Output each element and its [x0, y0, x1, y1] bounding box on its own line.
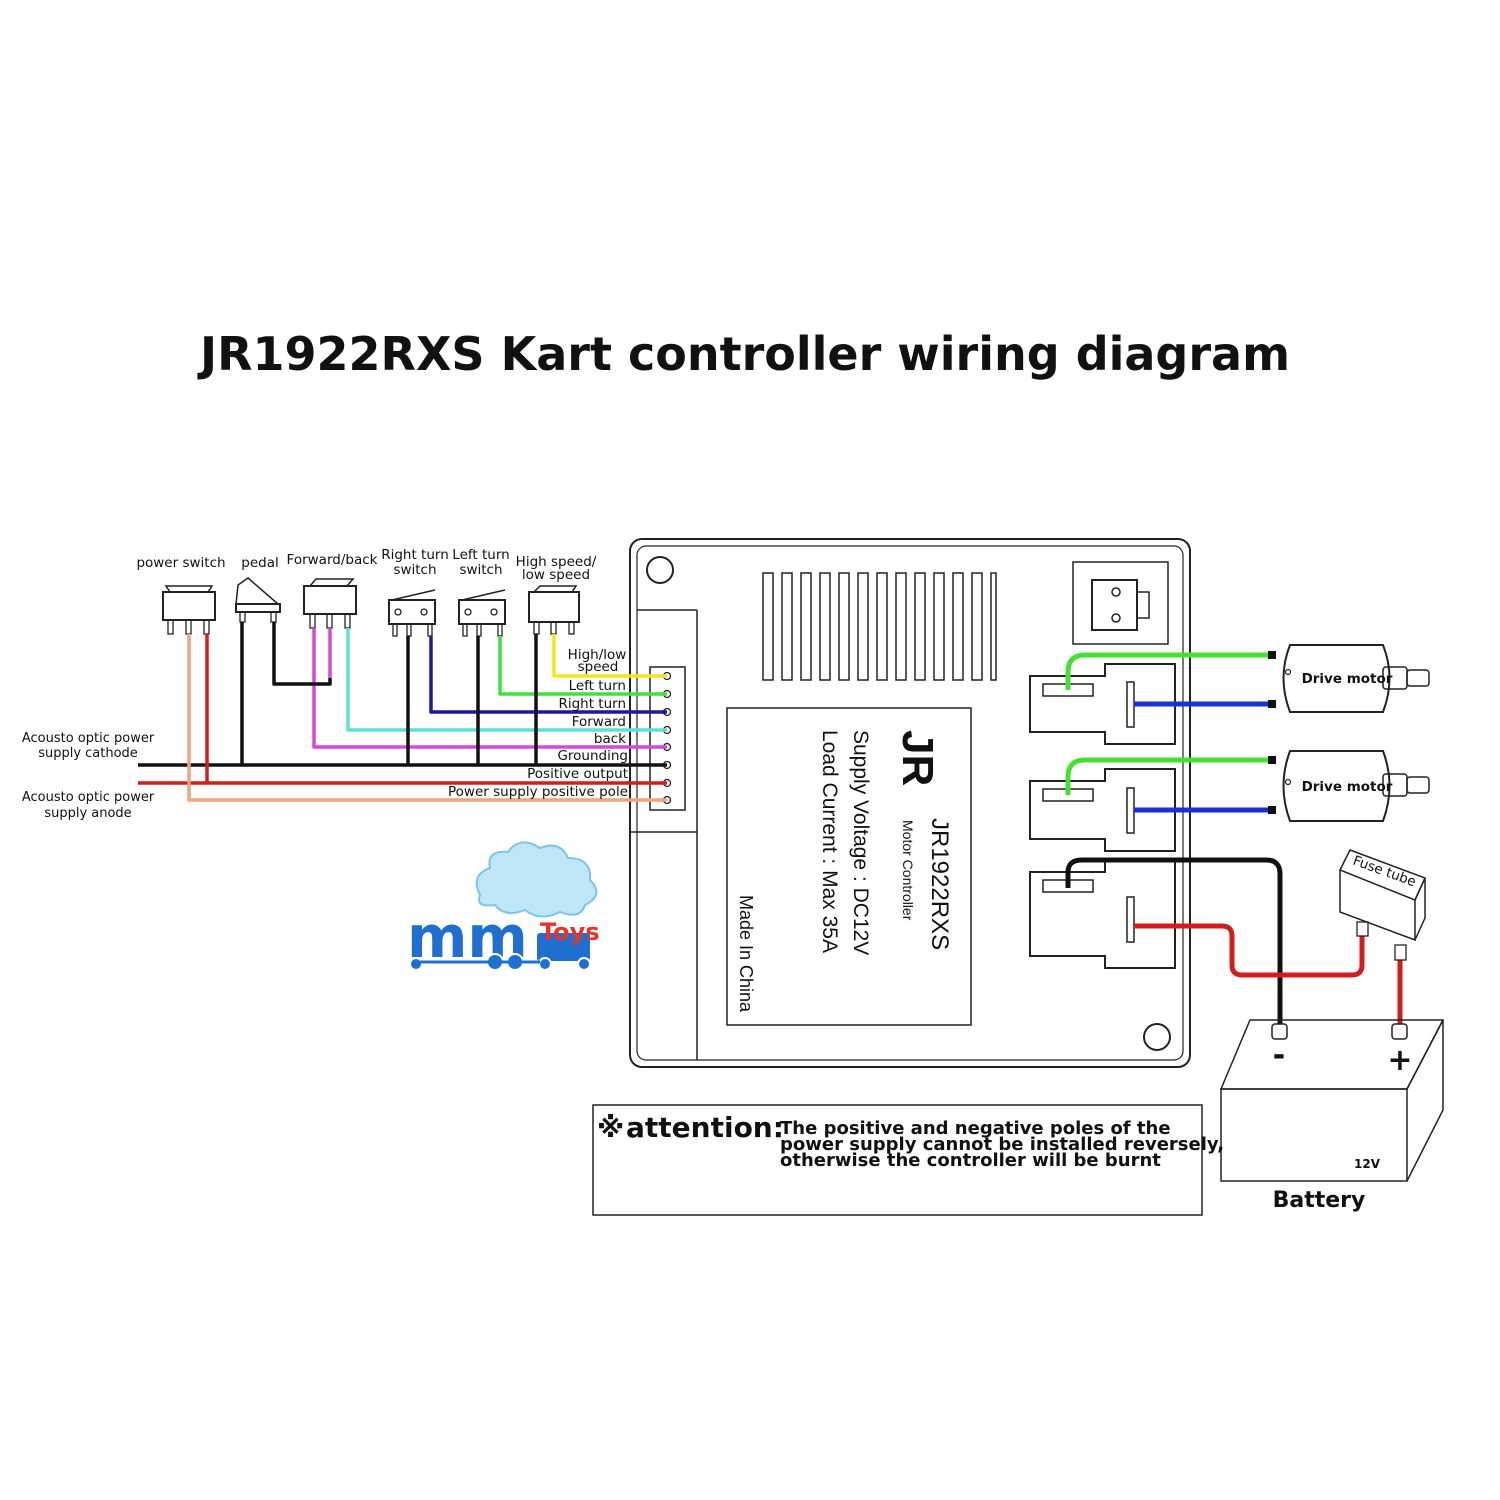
wire-high-low-speed: [552, 634, 667, 678]
attention-box: ※ attention: The positive and negative p…: [592, 1104, 1224, 1216]
drive-motor-2: [1282, 750, 1430, 822]
pedal-icon: [235, 577, 281, 623]
label-left-turn: Left turn: [569, 678, 626, 694]
attention-symbol: ※: [597, 1111, 624, 1144]
drive-motor-2-label: Drive motor: [1302, 779, 1393, 795]
power-switch-icon: [162, 585, 216, 635]
wire-forward: [346, 628, 667, 732]
left-turn-label-1: Left turn: [452, 547, 509, 563]
label-power-positive: Power supply positive pole: [448, 784, 628, 800]
anode-label-1: Acousto optic power: [22, 790, 155, 805]
page-title: JR1922RXS Kart controller wiring diagram: [197, 327, 1290, 381]
wire-back: [312, 628, 667, 749]
made-in: Made In China: [736, 895, 756, 1013]
logo-wagon-icon: [537, 933, 590, 961]
left-turn-switch-icon: [458, 589, 506, 637]
fuse-tube-icon: [1338, 849, 1427, 961]
controller-label-text: JR JR1922RXS Motor Controller Supply Vol…: [736, 730, 953, 1013]
label-high-low-2: speed: [578, 659, 619, 675]
label-positive-output: Positive output: [527, 766, 628, 782]
supply-voltage: Supply Voltage : DC12V: [849, 730, 872, 955]
wire-left-turn: [498, 636, 667, 696]
battery-negative: -: [1273, 1038, 1285, 1073]
forward-back-label: Forward/back: [287, 552, 378, 568]
power-terminal: [1029, 859, 1176, 969]
logo-toys: Toys: [540, 918, 600, 946]
high-speed-label-1: High speed/: [516, 554, 597, 570]
wire-right-turn: [429, 636, 667, 714]
vent-slots: [762, 572, 997, 681]
brand-logo: mm Toys: [407, 841, 600, 971]
load-current: Load Current : Max 35A: [818, 730, 841, 953]
mount-hole-icon: [1143, 1023, 1171, 1051]
high-speed-switch-icon: [528, 585, 580, 635]
power-switch-label: power switch: [136, 555, 225, 571]
anode-label-2: supply anode: [44, 806, 131, 821]
battery-voltage: 12V: [1354, 1157, 1381, 1171]
pedal-label: pedal: [241, 555, 278, 571]
attention-line-3: otherwise the controller will be burnt: [780, 1150, 1161, 1171]
battery-positive: +: [1387, 1043, 1412, 1078]
controller-model: JR1922RXS: [926, 818, 953, 950]
battery-icon: [1219, 1019, 1445, 1182]
controller-label-plate: [726, 707, 972, 1026]
switches: [162, 577, 580, 637]
wire-power-positive: [187, 634, 667, 802]
mount-hole-icon: [646, 556, 674, 584]
label-grounding: Grounding: [557, 748, 628, 764]
label-back: back: [594, 731, 626, 747]
right-turn-label-2: switch: [393, 562, 436, 578]
cathode-label-2: supply cathode: [38, 746, 138, 761]
right-turn-label-1: Right turn: [381, 547, 449, 563]
label-forward: Forward: [572, 714, 626, 730]
forward-back-switch-icon: [303, 578, 357, 629]
signal-wires: [138, 622, 667, 802]
drive-motor-1: [1282, 644, 1430, 713]
left-turn-label-2: switch: [459, 562, 502, 578]
high-speed-label-2: low speed: [522, 567, 590, 583]
controller-box: JR JR1922RXS Motor Controller Supply Vol…: [629, 538, 1191, 1068]
cloud-icon: [475, 841, 598, 918]
label-right-turn: Right turn: [558, 696, 626, 712]
fuse-label: Fuse tube: [1351, 853, 1418, 891]
nine-pin-connector: [649, 666, 686, 811]
cathode-label-1: Acousto optic power: [22, 731, 155, 746]
controller-outline: [629, 538, 1191, 1068]
motor-wires: [1065, 651, 1276, 814]
right-turn-switch-icon: [388, 589, 436, 637]
label-high-low-1: High/low: [568, 647, 627, 663]
battery-label: Battery: [1273, 1188, 1366, 1213]
attention-line-1: The positive and negative poles of the: [780, 1118, 1171, 1139]
drive-motor-1-label: Drive motor: [1302, 671, 1393, 687]
attention-heading: attention:: [626, 1111, 784, 1144]
two-pin-connector: [1072, 561, 1169, 645]
attention-line-2: power supply cannot be installed reverse…: [780, 1134, 1224, 1155]
jr-logo: JR: [893, 730, 942, 786]
power-wires: [1065, 857, 1403, 1028]
controller-subtitle: Motor Controller: [900, 820, 916, 921]
